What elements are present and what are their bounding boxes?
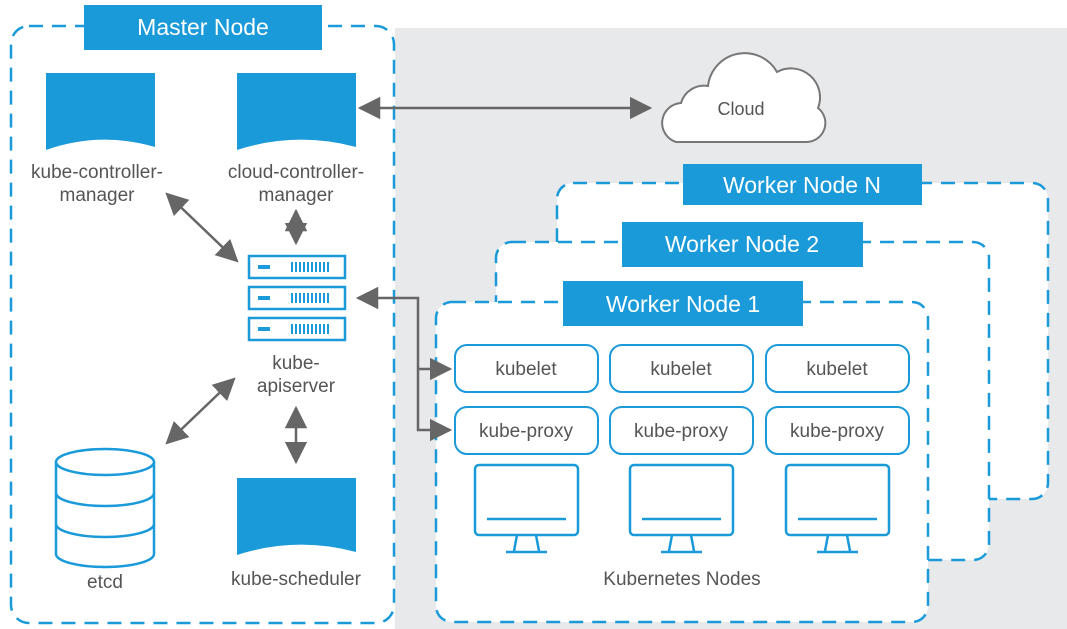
database-icon [54,447,156,569]
worker-node-2-title: Worker Node 2 [665,231,819,257]
document-icon [237,478,356,555]
kubelet-box-3 [765,344,910,393]
kube-proxy-label-3: kube-proxy [790,421,884,442]
controller-manager-label-line1: kube-controller- [31,162,163,183]
kube-proxy-box-2 [609,406,754,455]
kubelet-box-2 [609,344,754,393]
cloud-label: Cloud [717,99,764,119]
worker-node-n-title: Worker Node N [723,172,881,198]
kubelet-label-2: kubelet [650,359,712,380]
kubelet-label-3: kubelet [806,359,868,380]
apiserver-label-line1: kube- [272,353,320,374]
cloud-icon [661,52,827,144]
worker-node-1-title: Worker Node 1 [606,291,760,317]
monitor-icon [473,463,580,554]
server-rack-icon [247,254,347,342]
etcd-apiserver-arrow [165,377,236,445]
apiserver-label-line2: apiserver [257,376,336,397]
kubernetes-nodes-label: Kubernetes Nodes [603,569,760,590]
connection-arrows [165,96,653,465]
worker-node-n-badge [683,164,922,205]
kubelet-box-1 [454,344,599,393]
master-node: Master Node kube-controller- manager clo… [9,5,396,625]
etcd-label: etcd [87,572,123,593]
controller-manager-label-line2: manager [60,185,136,206]
master-node-badge [84,5,322,50]
kube-proxy-label-2: kube-proxy [634,421,728,442]
kube-proxy-box-3 [765,406,910,455]
scheduler-label: kube-scheduler [231,569,362,590]
worker-node-1: Worker Node 1 kubelet kubelet kubelet ku… [434,281,930,624]
kube-proxy-label-1: kube-proxy [479,421,573,442]
worker-node-2-badge [622,222,863,267]
cloud-controller-manager-label-line2: manager [259,185,335,206]
controller-apiserver-arrow [165,192,239,263]
cloud-controller-manager-label-line1: cloud-controller- [228,162,364,183]
monitor-icon [784,463,891,554]
document-icon [237,73,356,150]
document-icon [46,73,155,150]
apiserver-proxy-arrow [355,286,453,442]
worker-node-1-badge [563,281,803,326]
master-node-title: Master Node [137,14,269,40]
kube-proxy-box-1 [454,406,599,455]
kubelet-label-1: kubelet [495,359,557,380]
monitor-icon [628,463,735,554]
